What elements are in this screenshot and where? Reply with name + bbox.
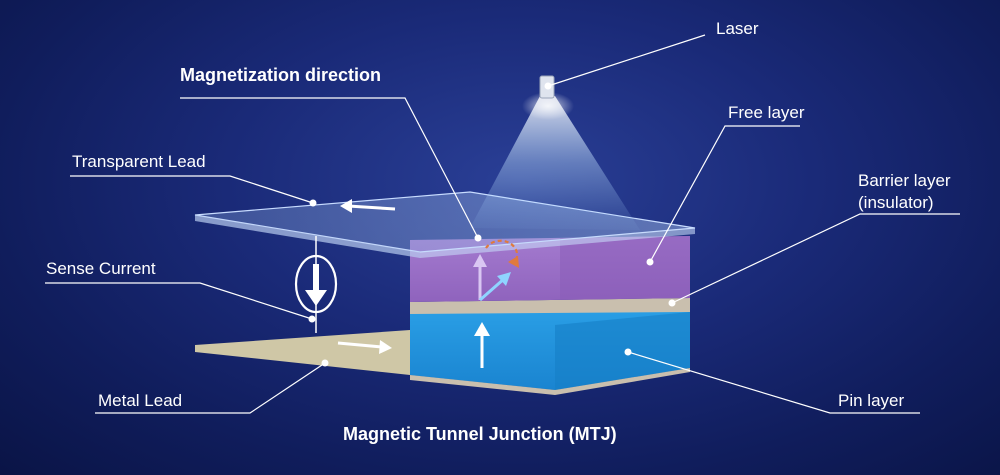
- diagram-caption: Magnetic Tunnel Junction (MTJ): [343, 424, 617, 444]
- laser-glow: [522, 92, 574, 120]
- transparent-lead-edge-right: [420, 228, 695, 258]
- metal-lead-plate: [195, 330, 410, 375]
- leader-dots: [308, 82, 676, 367]
- laser-label: Laser: [716, 19, 759, 38]
- free-layer-label: Free layer: [728, 103, 805, 122]
- magnetization-arrow-icon: [473, 239, 519, 302]
- barrier-layer-label: Barrier layer: [858, 171, 951, 190]
- pin-layer-label: Pin layer: [838, 391, 904, 410]
- free-layer-shade: [560, 236, 690, 300]
- barrier-layer: [410, 298, 690, 314]
- sense-current-arrow-down-icon: [305, 264, 327, 306]
- pin-layer-arrow-up-icon: [474, 322, 490, 368]
- leader-lines: [45, 34, 960, 414]
- sense-current-label: Sense Current: [46, 259, 156, 278]
- transparent-lead-label: Transparent Lead: [72, 152, 206, 171]
- transparent-lead-arrow-icon: [340, 199, 396, 213]
- metal-lead-label: Metal Lead: [98, 391, 182, 410]
- laser-beam: [470, 96, 640, 230]
- transparent-lead-edge: [195, 215, 420, 258]
- metal-lead-arrow-icon: [337, 340, 392, 354]
- magnetization-direction-label: Magnetization direction: [180, 65, 381, 85]
- stack-base: [410, 368, 690, 395]
- pin-layer-shade: [555, 312, 690, 390]
- sense-current-ring: [294, 254, 338, 314]
- barrier-layer-sublabel: (insulator): [858, 193, 934, 212]
